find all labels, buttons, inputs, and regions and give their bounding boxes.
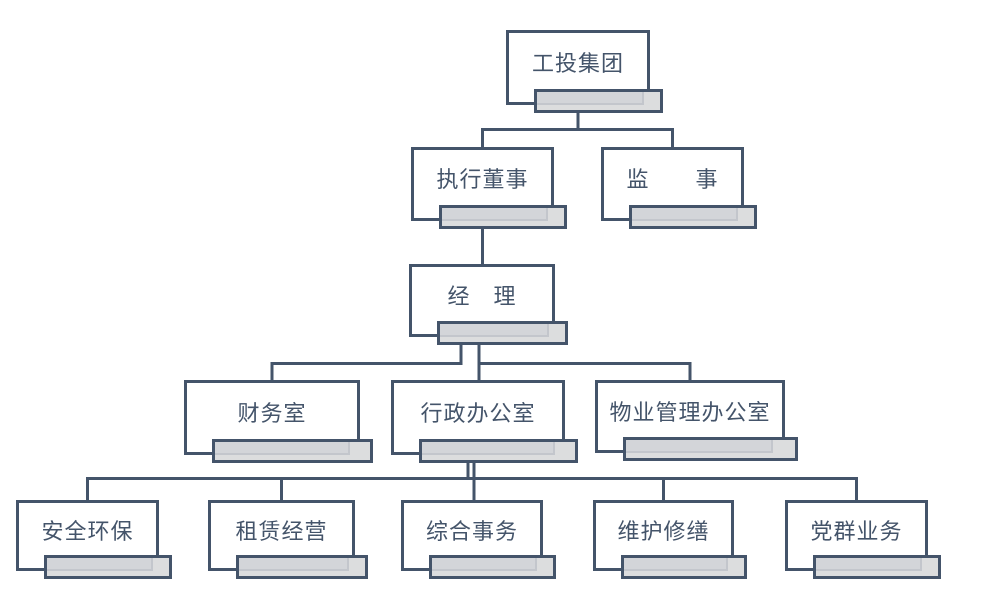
shadow-bar xyxy=(813,555,941,579)
connector-admin-office-children-bus xyxy=(86,477,858,500)
org-node-group: 工投集团 xyxy=(506,30,663,113)
org-node-executive-director: 执行董事 xyxy=(411,147,567,229)
org-node-label: 物业管理办公室 xyxy=(609,399,771,425)
org-node-admin-office: 行政办公室 xyxy=(391,380,578,463)
org-node-general-affairs: 综合事务 xyxy=(401,500,556,579)
shadow-bar xyxy=(629,205,757,229)
org-node-label: 维护修缮 xyxy=(617,518,710,544)
connector-manager-property-office xyxy=(480,362,692,380)
org-node-label: 监 事 xyxy=(626,167,719,192)
org-node-label: 执行董事 xyxy=(436,167,529,192)
org-node-label: 安全环保 xyxy=(41,518,134,544)
shadow-bar xyxy=(534,89,663,113)
shadow-bar xyxy=(429,555,556,579)
org-node-leasing: 租赁经营 xyxy=(208,500,368,579)
shadow-bar xyxy=(212,439,373,463)
shadow-bar xyxy=(44,555,172,579)
org-node-property-office: 物业管理办公室 xyxy=(595,380,798,461)
shadow-bar xyxy=(621,555,747,579)
org-node-maintenance: 维护修缮 xyxy=(593,500,747,579)
org-node-label: 工投集团 xyxy=(531,50,624,76)
org-node-label: 租赁经营 xyxy=(235,518,328,544)
org-node-label: 经 理 xyxy=(447,283,517,309)
org-node-label: 综合事务 xyxy=(425,518,518,544)
org-node-label: 财务室 xyxy=(237,400,307,426)
org-node-manager: 经 理 xyxy=(409,264,568,345)
org-node-supervisor: 监 事 xyxy=(601,147,757,229)
shadow-bar xyxy=(437,321,568,345)
org-node-label: 行政办公室 xyxy=(420,400,536,426)
shadow-bar xyxy=(236,555,368,579)
connector-group-supervisor xyxy=(576,106,674,147)
org-node-safety-env: 安全环保 xyxy=(16,500,172,579)
org-node-label: 党群业务 xyxy=(810,518,903,544)
shadow-bar xyxy=(439,205,567,229)
org-node-finance-office: 财务室 xyxy=(184,380,373,463)
org-node-party-affairs: 党群业务 xyxy=(785,500,941,579)
shadow-bar xyxy=(419,439,578,463)
shadow-bar xyxy=(623,437,798,461)
connector-manager-finance-office xyxy=(270,340,463,380)
